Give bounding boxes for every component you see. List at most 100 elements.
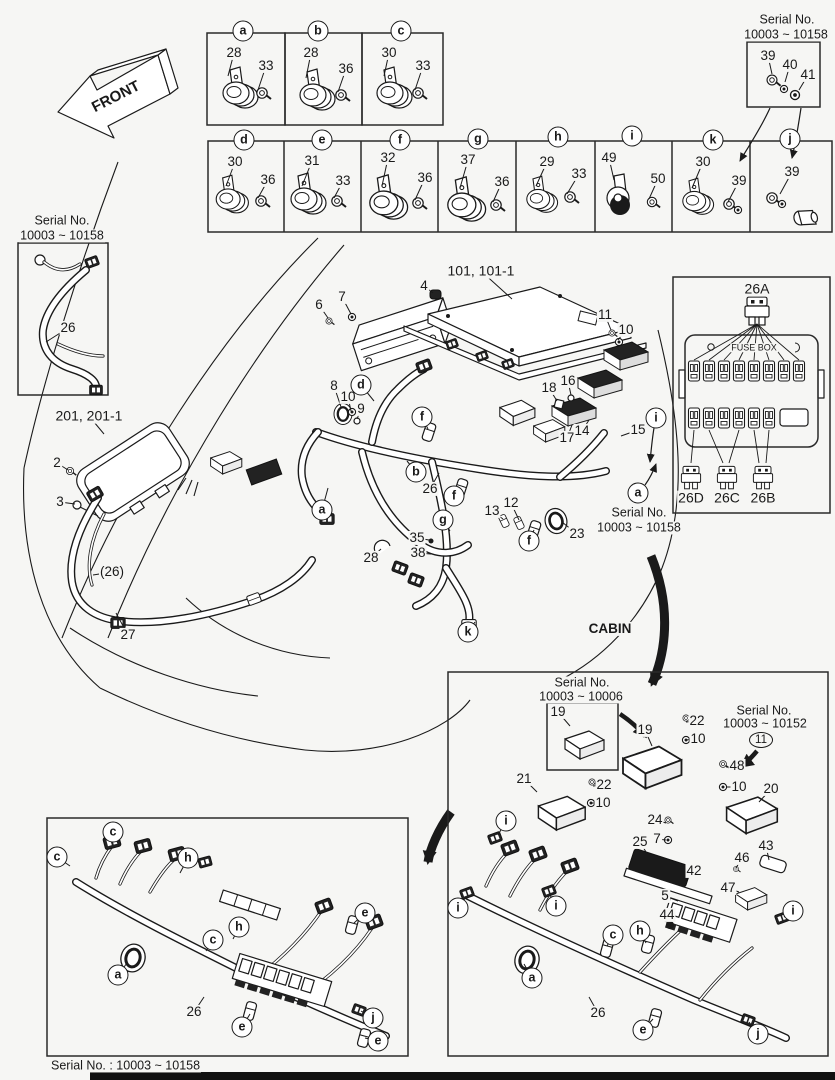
part-10-b: 10 [339, 388, 357, 405]
part-16: 16 [559, 372, 577, 389]
serial-br1-line1: Serial No. [553, 675, 611, 690]
br-47: 47 [719, 879, 737, 896]
part-49-i: 49 [600, 149, 618, 166]
part-39-k: 39 [730, 172, 748, 189]
front-label: FRONT [88, 77, 143, 116]
bl-circ-e2: e [231, 1016, 253, 1038]
cell-h-letter: h [547, 126, 569, 148]
br-19b: 19 [636, 721, 654, 738]
part-26A: 26A [743, 280, 771, 297]
part-35: 35 [408, 529, 426, 546]
page-bottom-bar [90, 1072, 835, 1080]
part-40-tr: 40 [781, 56, 799, 73]
bl-26: 26 [185, 1003, 203, 1020]
br-circ-e1: e [632, 1019, 654, 1041]
br-7: 7 [652, 830, 662, 847]
part-36-g: 36 [493, 173, 511, 190]
part-30-d: 30 [226, 153, 244, 170]
br-circ-a1: a [521, 967, 543, 989]
br-48: 48 [728, 757, 746, 774]
fuse-bottom-lines [690, 429, 770, 464]
circ-f-main1: f [411, 406, 433, 428]
part-8: 8 [329, 377, 339, 394]
bl-circ-c2: c [46, 846, 68, 868]
part-3: 3 [55, 493, 65, 510]
part-18: 18 [540, 379, 558, 396]
br-21: 21 [515, 770, 533, 787]
circ-f-main3: f [518, 530, 540, 552]
bl-circ-h2: h [228, 916, 250, 938]
fusebox-title: FUSE BOX [730, 342, 778, 353]
serial-br1-line2: 10003 ~ 10006 [538, 689, 624, 704]
part-36-b: 36 [337, 60, 355, 77]
br-22b: 22 [595, 776, 613, 793]
part-26B: 26B [749, 489, 777, 506]
part-38: 38 [409, 544, 427, 561]
br-46: 46 [733, 849, 751, 866]
part-15: 15 [629, 421, 647, 438]
br-26: 26 [589, 1004, 607, 1021]
serial-tr-line1: Serial No. [758, 12, 816, 27]
part-37-g: 37 [459, 151, 477, 168]
part-33-c: 33 [414, 57, 432, 74]
part-30-c: 30 [380, 44, 398, 61]
br-24: 24 [646, 811, 664, 828]
cell-c-letter: c [390, 20, 412, 42]
br-circ-j1: j [747, 1023, 769, 1045]
circ-b-main: b [405, 461, 427, 483]
br-20: 20 [762, 780, 780, 797]
cabin-label: CABIN [587, 620, 633, 637]
part-11: 11 [596, 306, 614, 323]
br-circ-i2: i [447, 897, 469, 919]
part-13-main: 13 [483, 502, 501, 519]
part-27: 27 [119, 626, 137, 643]
part-33-h: 33 [570, 165, 588, 182]
footer-serial: Serial No. : 10003 ~ 10158 [50, 1058, 202, 1073]
serial-a-line1: Serial No. [610, 505, 668, 520]
br-44: 44 [658, 906, 676, 923]
serial-left-line1: Serial No. [33, 213, 91, 228]
br-10c: 10 [594, 794, 612, 811]
br-10b: 10 [730, 778, 748, 795]
instrument-cluster-201 [65, 422, 190, 522]
serial-br2-line1: Serial No. [735, 703, 793, 718]
part-28-a: 28 [225, 44, 243, 61]
part-4: 4 [419, 277, 429, 294]
part-50-i: 50 [649, 170, 667, 187]
part-6: 6 [314, 296, 324, 313]
front-arrow [57, 48, 179, 139]
part-12-main: 12 [502, 494, 520, 511]
cell-e-letter: e [311, 129, 333, 151]
part-28-main: 28 [362, 549, 380, 566]
fuse-fan-lines [693, 323, 800, 361]
part-36-d: 36 [259, 171, 277, 188]
br-25: 25 [631, 833, 649, 850]
serial-br2-line2: 10003 ~ 10152 [722, 716, 808, 731]
part-28-b: 28 [302, 44, 320, 61]
part-30-k: 30 [694, 153, 712, 170]
part-23: 23 [568, 525, 586, 542]
part-7: 7 [337, 288, 347, 305]
part-39-tr: 39 [759, 47, 777, 64]
part-26D: 26D [677, 489, 705, 506]
part-36-f: 36 [416, 169, 434, 186]
part-101: 101, 101-1 [446, 262, 516, 279]
part-17: 17 [558, 429, 576, 446]
bl-circ-e3: e [367, 1030, 389, 1052]
fuse-box-detail [672, 276, 831, 514]
part-33-e: 33 [334, 172, 352, 189]
part-14: 14 [573, 422, 591, 439]
cell-g-letter: g [467, 128, 489, 150]
part-33-a: 33 [257, 57, 275, 74]
part-9: 9 [356, 400, 366, 417]
part-26-left: 26 [59, 319, 77, 336]
cell-k-letter: k [702, 129, 724, 151]
part-41-tr: 41 [799, 66, 817, 83]
part-31-e: 31 [303, 152, 321, 169]
circ-g-main: g [432, 509, 454, 531]
circ-a-main1: a [311, 499, 333, 521]
serial-box-left [17, 242, 109, 396]
br-circ-11: 11 [749, 731, 773, 749]
